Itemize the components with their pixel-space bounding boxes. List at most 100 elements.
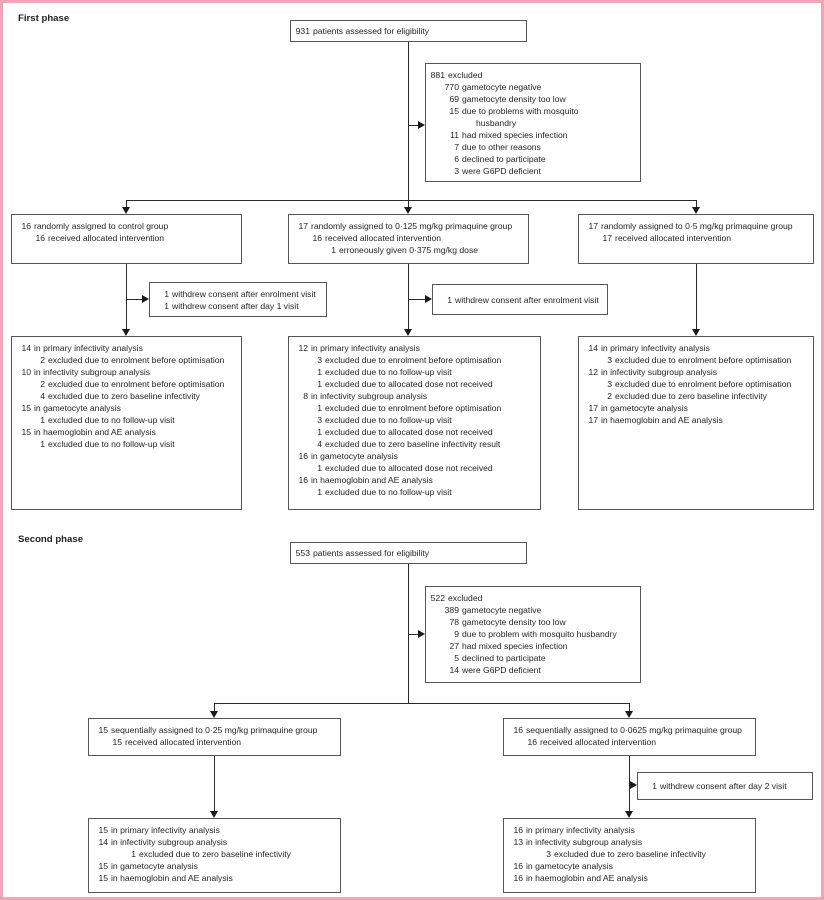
- phase1-label: First phase: [18, 13, 70, 24]
- connector-control-down: [126, 264, 128, 329]
- arrowhead-withdraw-pq0125: [425, 295, 432, 303]
- flow-text-line: husbandry: [476, 118, 517, 128]
- arrowhead-analysis-pq0125: [404, 329, 412, 336]
- arrowhead-withdraw-control: [142, 295, 149, 303]
- connector-branch1: [126, 200, 696, 202]
- arrowhead-exclusion1: [418, 121, 425, 129]
- arrowhead-pq0125-group: [404, 207, 412, 214]
- connector-pq0125-down: [408, 264, 410, 329]
- arrowhead-pq05-group: [692, 207, 700, 214]
- connector-pq025-down: [214, 756, 216, 811]
- arrowhead-control-group: [122, 207, 130, 214]
- connector-eligibility1-down: [408, 42, 410, 201]
- connector-to-exclusion2: [409, 634, 418, 636]
- arrowhead-withdraw-pq00625: [630, 781, 637, 789]
- arrowhead-pq025-group: [210, 711, 218, 718]
- connector-stub-pq05: [696, 200, 698, 207]
- connector-withdraw-control: [126, 299, 142, 301]
- connector-withdraw-pq0125: [408, 299, 425, 301]
- connector-eligibility2-down: [408, 564, 410, 704]
- connector-stub-pq0125: [408, 200, 410, 207]
- connector-pq00625-down: [629, 756, 631, 811]
- arrowhead-analysis-pq00625: [625, 811, 633, 818]
- arrowhead-analysis-pq05: [692, 329, 700, 336]
- connector-pq05-down: [696, 264, 698, 329]
- arrowhead-analysis-control: [122, 329, 130, 336]
